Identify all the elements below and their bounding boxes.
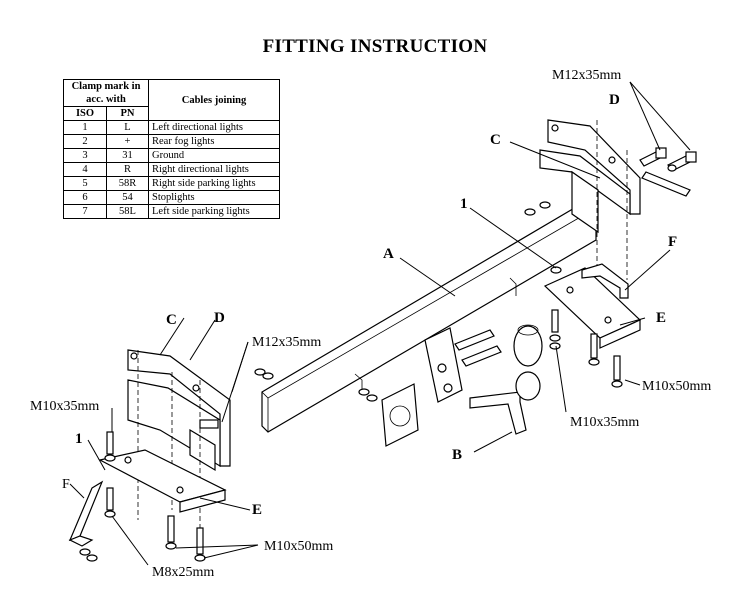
tow-neck-b (469, 371, 541, 435)
leader-lines (69, 81, 691, 566)
header-clamp-mark: Clamp mark in acc. with (63, 79, 149, 107)
label-m10x50-left: M10x50mm (264, 539, 333, 554)
diagram-labels: M12x35mm D C 1 F A E C D M12x35mm M10x50… (30, 68, 711, 580)
label-m12x35-left: M12x35mm (252, 335, 321, 350)
label-m12x35-top: M12x35mm (552, 68, 621, 83)
label-a: A (383, 246, 394, 262)
bolts-center (358, 329, 502, 402)
label-d-top: D (609, 92, 620, 108)
mounting-plate-center (424, 327, 463, 403)
plate-e-right (543, 267, 642, 349)
label-d-left: D (214, 310, 225, 326)
bracket-c-right (539, 119, 641, 280)
plate-e-left (98, 449, 227, 513)
cables-joining-table: Clamp mark in acc. with Cables joining I… (63, 79, 280, 219)
label-e-left: E (252, 502, 262, 518)
tow-ball (513, 324, 543, 367)
bolts-m12-top (639, 147, 697, 197)
socket-plate (381, 383, 419, 447)
label-1-left: 1 (75, 431, 83, 447)
label-e-right: E (656, 310, 666, 326)
label-1-top: 1 (460, 196, 468, 212)
bolts-left-vertical (79, 368, 274, 562)
label-m10x35-right: M10x35mm (570, 415, 639, 430)
cell-pn: 58L (105, 204, 150, 219)
cell-iso: 7 (63, 204, 107, 219)
header-cables-joining: Cables joining (148, 79, 280, 121)
cell-desc: Left side parking lights (148, 204, 280, 219)
label-c-top: C (490, 132, 501, 148)
label-m10x35-left: M10x35mm (30, 399, 99, 414)
label-c-left: C (166, 312, 177, 328)
bracket-f-left (68, 480, 104, 547)
bolts-right-vertical (524, 201, 623, 388)
page-title: FITTING INSTRUCTION (262, 36, 488, 57)
label-m10x50-right: M10x50mm (642, 379, 711, 394)
label-f-right: F (668, 234, 677, 250)
label-f-left: F (62, 477, 70, 492)
label-m8x25: M8x25mm (152, 565, 214, 580)
crossbar-a (261, 199, 597, 433)
bracket-c-left (127, 349, 231, 540)
bracket-f-right (581, 263, 629, 299)
label-b: B (452, 447, 462, 463)
